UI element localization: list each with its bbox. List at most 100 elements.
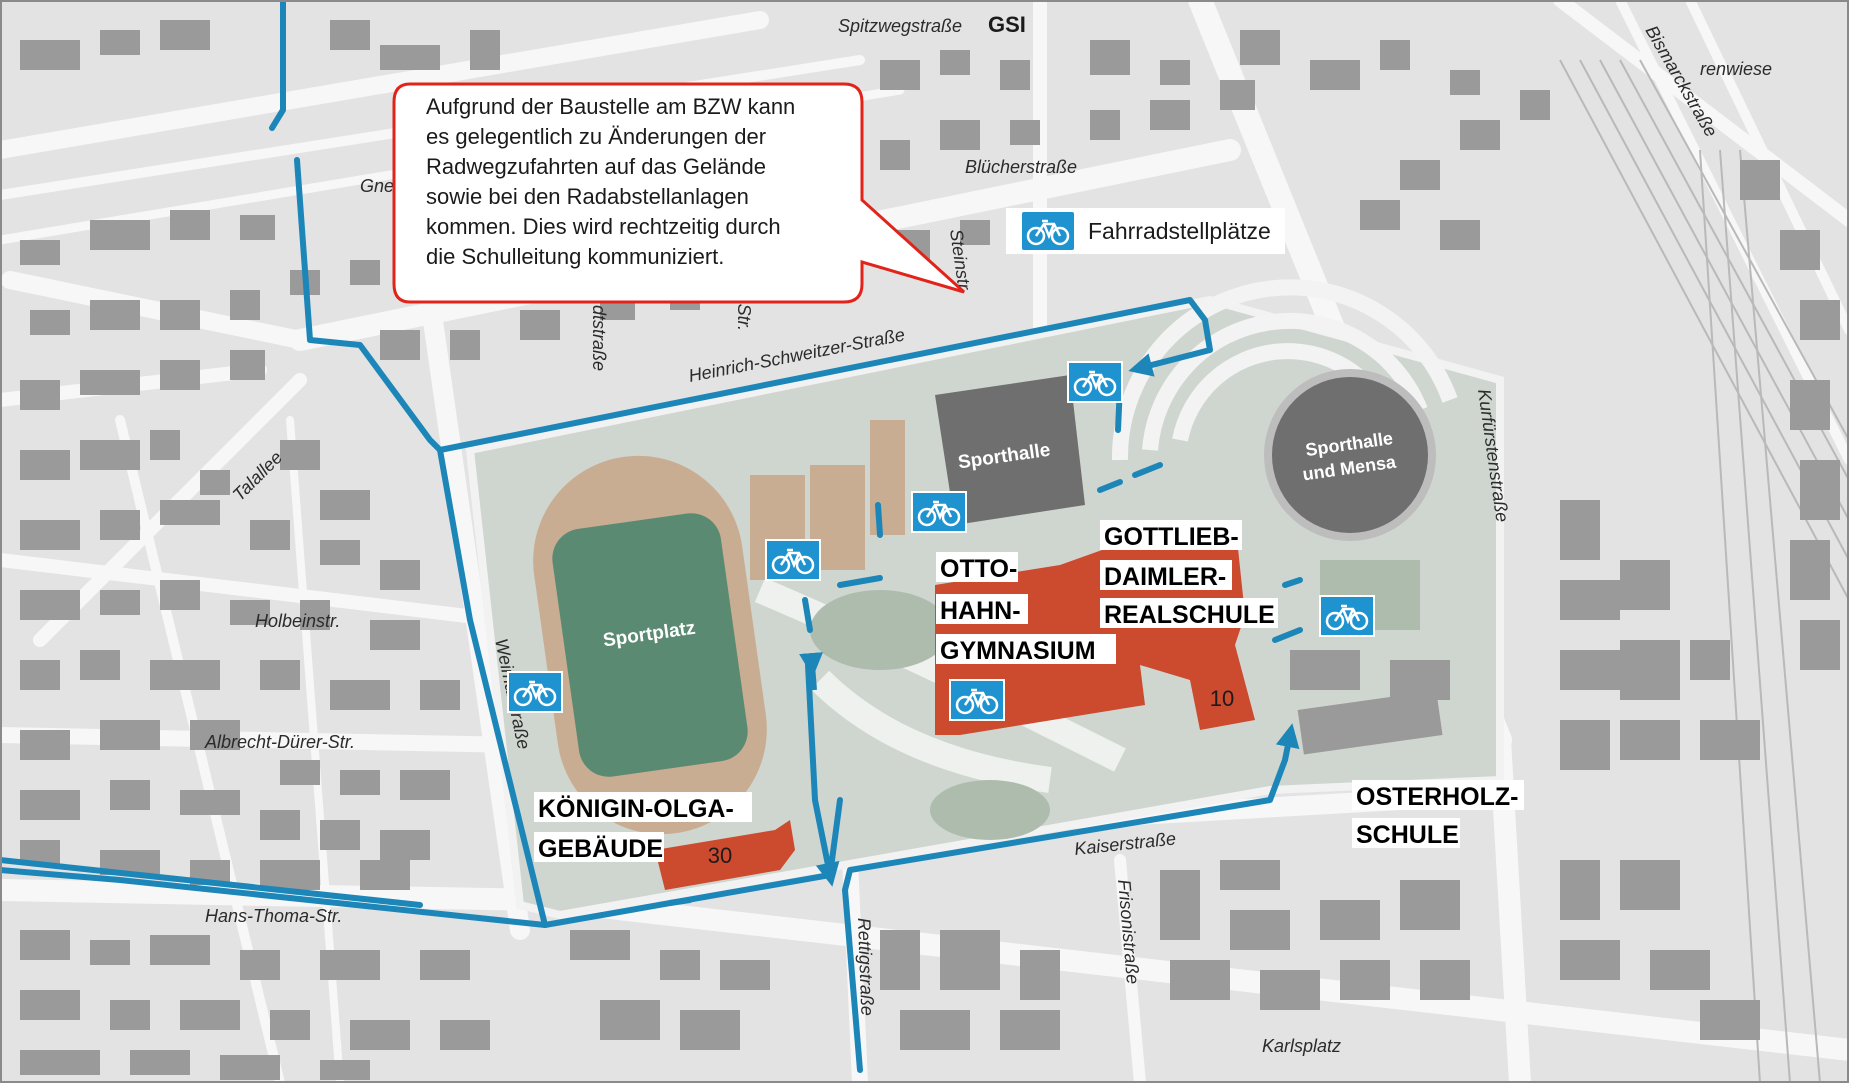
city-building-block xyxy=(100,590,140,615)
city-building-block xyxy=(1160,870,1200,940)
city-building-block xyxy=(400,770,450,800)
city-building-block xyxy=(940,50,970,75)
city-building-block xyxy=(660,950,700,980)
label-otto-2: HAHN- xyxy=(940,597,1021,625)
city-building-block xyxy=(1220,860,1280,890)
bike-parking-signs xyxy=(507,361,1375,721)
building-30-number: 30 xyxy=(708,843,732,868)
city-building-block xyxy=(100,30,140,55)
street-gsi: GSI xyxy=(988,12,1026,37)
city-building-block xyxy=(1240,30,1280,65)
city-building-block xyxy=(1230,910,1290,950)
city-building-block xyxy=(260,660,300,690)
building-labels: OTTO- HAHN- GYMNASIUM GOTTLIEB- DAIMLER-… xyxy=(534,520,1524,863)
city-building-block xyxy=(1560,940,1620,980)
city-building-block xyxy=(1460,120,1500,150)
label-olga-2: GEBÄUDE xyxy=(538,835,663,863)
city-building-block xyxy=(880,140,910,170)
city-building-block xyxy=(160,580,200,610)
railway xyxy=(1559,59,1849,1083)
city-building-block xyxy=(520,310,560,340)
city-building-block xyxy=(1090,40,1130,75)
city-building-block xyxy=(240,215,275,240)
city-building-block xyxy=(160,360,200,390)
city-building-block xyxy=(440,1020,490,1050)
city-building-block xyxy=(380,560,420,590)
callout-bubble xyxy=(392,82,966,304)
construction-notice-callout: Aufgrund der Baustelle am BZW kann es ge… xyxy=(392,82,966,304)
city-building-block xyxy=(360,860,410,890)
street-rettig: Rettigstraße xyxy=(854,917,877,1016)
city-building-block xyxy=(240,950,280,980)
city-building-block xyxy=(880,60,920,90)
city-building-block xyxy=(260,860,320,890)
street-hans: Hans-Thoma-Str. xyxy=(205,906,342,926)
city-building-block xyxy=(340,770,380,795)
city-building-block xyxy=(100,510,140,540)
city-building-block xyxy=(1800,460,1840,520)
city-building-block xyxy=(380,330,420,360)
city-building-block xyxy=(1740,160,1780,200)
label-gottlieb-3: REALSCHULE xyxy=(1104,601,1275,629)
street-gne: Gne xyxy=(360,176,394,196)
city-building-block xyxy=(1560,580,1620,620)
city-building-block xyxy=(150,430,180,460)
city-building-block xyxy=(250,520,290,550)
building-10-number: 10 xyxy=(1210,686,1234,711)
city-building-block xyxy=(1320,900,1380,940)
bicycle-icon xyxy=(507,671,563,713)
callout-line: sowie bei den Radabstellanlagen xyxy=(426,184,749,209)
city-building-block xyxy=(1360,200,1400,230)
city-building-block xyxy=(1380,40,1410,70)
city-building-block xyxy=(1560,860,1600,920)
city-building-block xyxy=(320,820,360,850)
city-building-block xyxy=(1620,860,1680,910)
city-building-block xyxy=(260,810,300,840)
bicycle-icon xyxy=(911,491,967,533)
bicycle-icon xyxy=(1022,212,1074,250)
campus-green-areas xyxy=(810,560,1420,840)
city-building-block xyxy=(200,470,230,495)
map-legend: Fahrradstellplätze xyxy=(1006,208,1285,254)
city-building-block xyxy=(160,20,210,50)
bicycle-icon xyxy=(1319,595,1375,637)
callout-text: Aufgrund der Baustelle am BZW kann es ge… xyxy=(426,92,846,272)
city-building-block xyxy=(1620,640,1680,700)
city-building-block xyxy=(1620,720,1680,760)
city-building-block xyxy=(1560,500,1600,560)
street-holbein: Holbeinstr. xyxy=(255,611,340,631)
city-building-block xyxy=(1310,60,1360,90)
city-building-block xyxy=(270,1010,310,1040)
city-building-block xyxy=(1010,120,1040,145)
city-building-block xyxy=(1020,950,1060,1000)
label-gottlieb-1: GOTTLIEB- xyxy=(1104,523,1239,551)
city-building-block xyxy=(330,680,390,710)
city-building-block xyxy=(230,600,270,625)
callout-line: kommen. Dies wird rechtzeitig durch xyxy=(426,214,781,239)
city-building-block xyxy=(90,300,140,330)
city-building-block xyxy=(680,1010,740,1050)
street-wiese: renwiese xyxy=(1700,59,1772,79)
city-building-block xyxy=(380,830,430,860)
city-building-block xyxy=(1620,560,1670,610)
city-building-block xyxy=(1450,70,1480,95)
city-building-block xyxy=(90,940,130,965)
city-building-block xyxy=(150,660,220,690)
city-building-block xyxy=(180,1000,240,1030)
city-building-block xyxy=(300,600,330,630)
city-building-block xyxy=(20,790,80,820)
street-karlsplatz: Karlsplatz xyxy=(1262,1036,1341,1056)
city-building-block xyxy=(160,300,200,330)
city-building-block xyxy=(180,790,240,815)
city-building-block xyxy=(350,260,380,285)
city-building-block xyxy=(130,1050,190,1075)
city-building-block xyxy=(90,220,150,250)
city-building-block xyxy=(1150,100,1190,130)
city-building-block xyxy=(150,935,210,965)
sporthalle-building xyxy=(935,375,1085,525)
city-building-block xyxy=(1800,300,1840,340)
city-building-block xyxy=(1400,160,1440,190)
city-building-block xyxy=(1700,1000,1760,1040)
city-building-block xyxy=(1260,970,1320,1010)
